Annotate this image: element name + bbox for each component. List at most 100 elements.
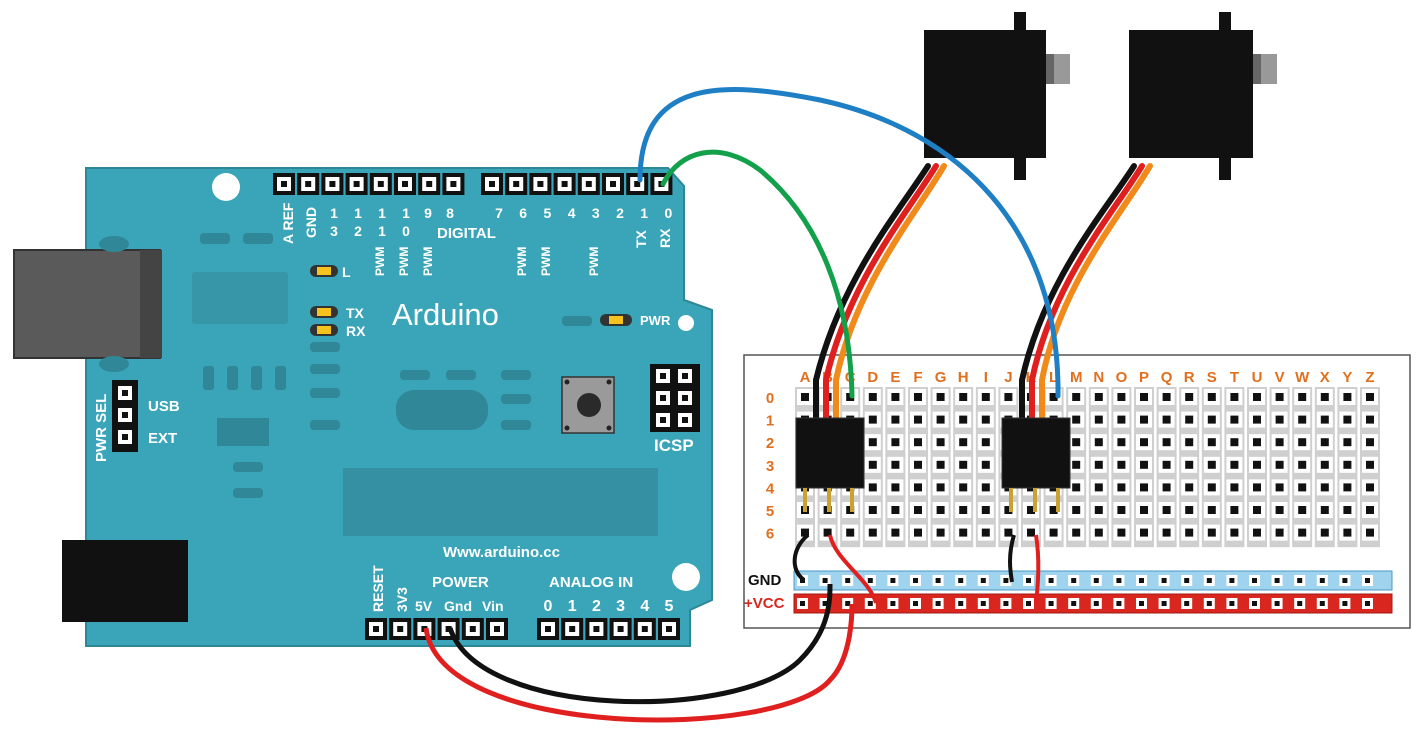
led-l-label: L: [342, 264, 351, 280]
digital-pin-label: 9: [424, 205, 432, 221]
digital-pin: [394, 173, 416, 195]
jumper-red-left: [828, 534, 878, 604]
digital-pin: [442, 173, 465, 195]
servo-left-cable: [813, 163, 947, 433]
led-l: [310, 265, 338, 277]
column-label: T: [1230, 369, 1239, 386]
pwm-label: PWM: [373, 247, 387, 276]
pwm-label: PWM: [515, 247, 529, 276]
analog-pin-label: 4: [640, 598, 649, 615]
column-label: M: [1070, 369, 1083, 386]
analog-pin: [537, 618, 559, 640]
digital-pin-label: 5: [544, 205, 552, 221]
gnd-top-label: GND: [303, 207, 319, 238]
analog-pin: [658, 618, 680, 640]
pwm-label: PWM: [397, 247, 411, 276]
digital-pin: [369, 173, 392, 195]
analog-pin-label: 0: [544, 598, 553, 615]
digital-pin: [553, 173, 576, 195]
usb-label: USB: [148, 398, 180, 415]
digital-pin-label: 3: [592, 205, 600, 221]
column-label: N: [1093, 369, 1104, 386]
aref-label: A REF: [280, 202, 296, 244]
column-label: S: [1207, 369, 1217, 386]
5v-label: 5V: [415, 598, 433, 614]
row-label: 2: [766, 435, 774, 452]
column-label: G: [935, 369, 947, 386]
digital-pin: [273, 173, 295, 195]
column-label: D: [867, 369, 878, 386]
pwm-label: PWM: [539, 247, 553, 276]
digital-pin: [577, 173, 600, 195]
digital-pin: [626, 173, 649, 195]
jumper-black-left: [792, 533, 810, 582]
digital-pin: [505, 173, 528, 195]
digital-pin-label: 6: [519, 205, 527, 221]
digital-label: DIGITAL: [437, 225, 496, 242]
analog-in-label: ANALOG IN: [549, 574, 633, 591]
serial-pin-label: TX: [633, 229, 649, 248]
power-pin: [461, 618, 484, 640]
digital-pin: [321, 173, 344, 195]
servo-left: [924, 12, 1070, 180]
digital-header-left: [273, 173, 465, 195]
servo-right-cable: [1019, 163, 1153, 433]
analog-pin-label: 5: [665, 598, 674, 615]
column-label: Z: [1365, 369, 1374, 386]
digital-pin-label: 1: [640, 205, 648, 221]
analog-header: [537, 618, 680, 640]
led-rx-label: RX: [346, 323, 366, 339]
pwr-sel-jumper[interactable]: [112, 380, 138, 452]
ext-label: EXT: [148, 430, 177, 447]
pwr-sel-label: PWR SEL: [93, 394, 110, 462]
digital-pin-label: 1: [378, 205, 386, 221]
jumper-red-right: [1034, 534, 1041, 605]
arduino-url: Www.arduino.cc: [443, 544, 560, 561]
wire-green-rx: [660, 149, 855, 399]
mounting-hole: [672, 563, 700, 591]
microcontroller-chip: [343, 468, 658, 536]
gnd-pin-label: Gnd: [444, 598, 472, 614]
digital-pin: [345, 173, 368, 195]
led-rx: [310, 324, 338, 336]
digital-pin-label: 1: [378, 223, 386, 239]
digital-pin-label: 1: [402, 205, 410, 221]
digital-pin: [602, 173, 624, 195]
arduino-logo: Arduino: [392, 297, 499, 332]
column-label: F: [913, 369, 922, 386]
column-label: I: [984, 369, 988, 386]
column-label: W: [1295, 369, 1310, 386]
servo-left-header: [795, 417, 865, 512]
analog-pin: [585, 618, 608, 640]
led-pwr: [600, 314, 632, 326]
row-label: 4: [766, 480, 775, 497]
digital-pin-label: 8: [446, 205, 454, 221]
usb-connector: [13, 249, 161, 359]
digital-header-right: [481, 173, 673, 195]
power-pin: [486, 618, 508, 640]
pwm-label: PWM: [587, 247, 601, 276]
gnd-rail-label: GND: [748, 572, 782, 589]
vin-label: Vin: [482, 598, 504, 614]
column-label: L: [1049, 369, 1058, 386]
column-label: J: [1004, 369, 1012, 386]
digital-pin-label: 2: [354, 223, 362, 239]
analog-pin: [561, 618, 584, 640]
row-label: 0: [766, 390, 774, 407]
column-label: Y: [1342, 369, 1352, 386]
mounting-hole: [678, 315, 694, 331]
column-label: Q: [1161, 369, 1173, 386]
led-tx: [310, 306, 338, 318]
led-tx-label: TX: [346, 305, 365, 321]
wire-black-gnd: [447, 583, 833, 705]
digital-pin-label: 1: [330, 205, 338, 221]
pwm-label: PWM: [421, 247, 435, 276]
digital-pin-label: 3: [330, 223, 338, 239]
servo-right-header: [1001, 417, 1071, 512]
mounting-hole: [212, 173, 240, 201]
digital-pin-label: 7: [495, 205, 503, 221]
wire-red-5v: [423, 603, 855, 723]
digital-pin-label: 1: [354, 205, 362, 221]
wire-blue-tx: [637, 87, 1061, 399]
